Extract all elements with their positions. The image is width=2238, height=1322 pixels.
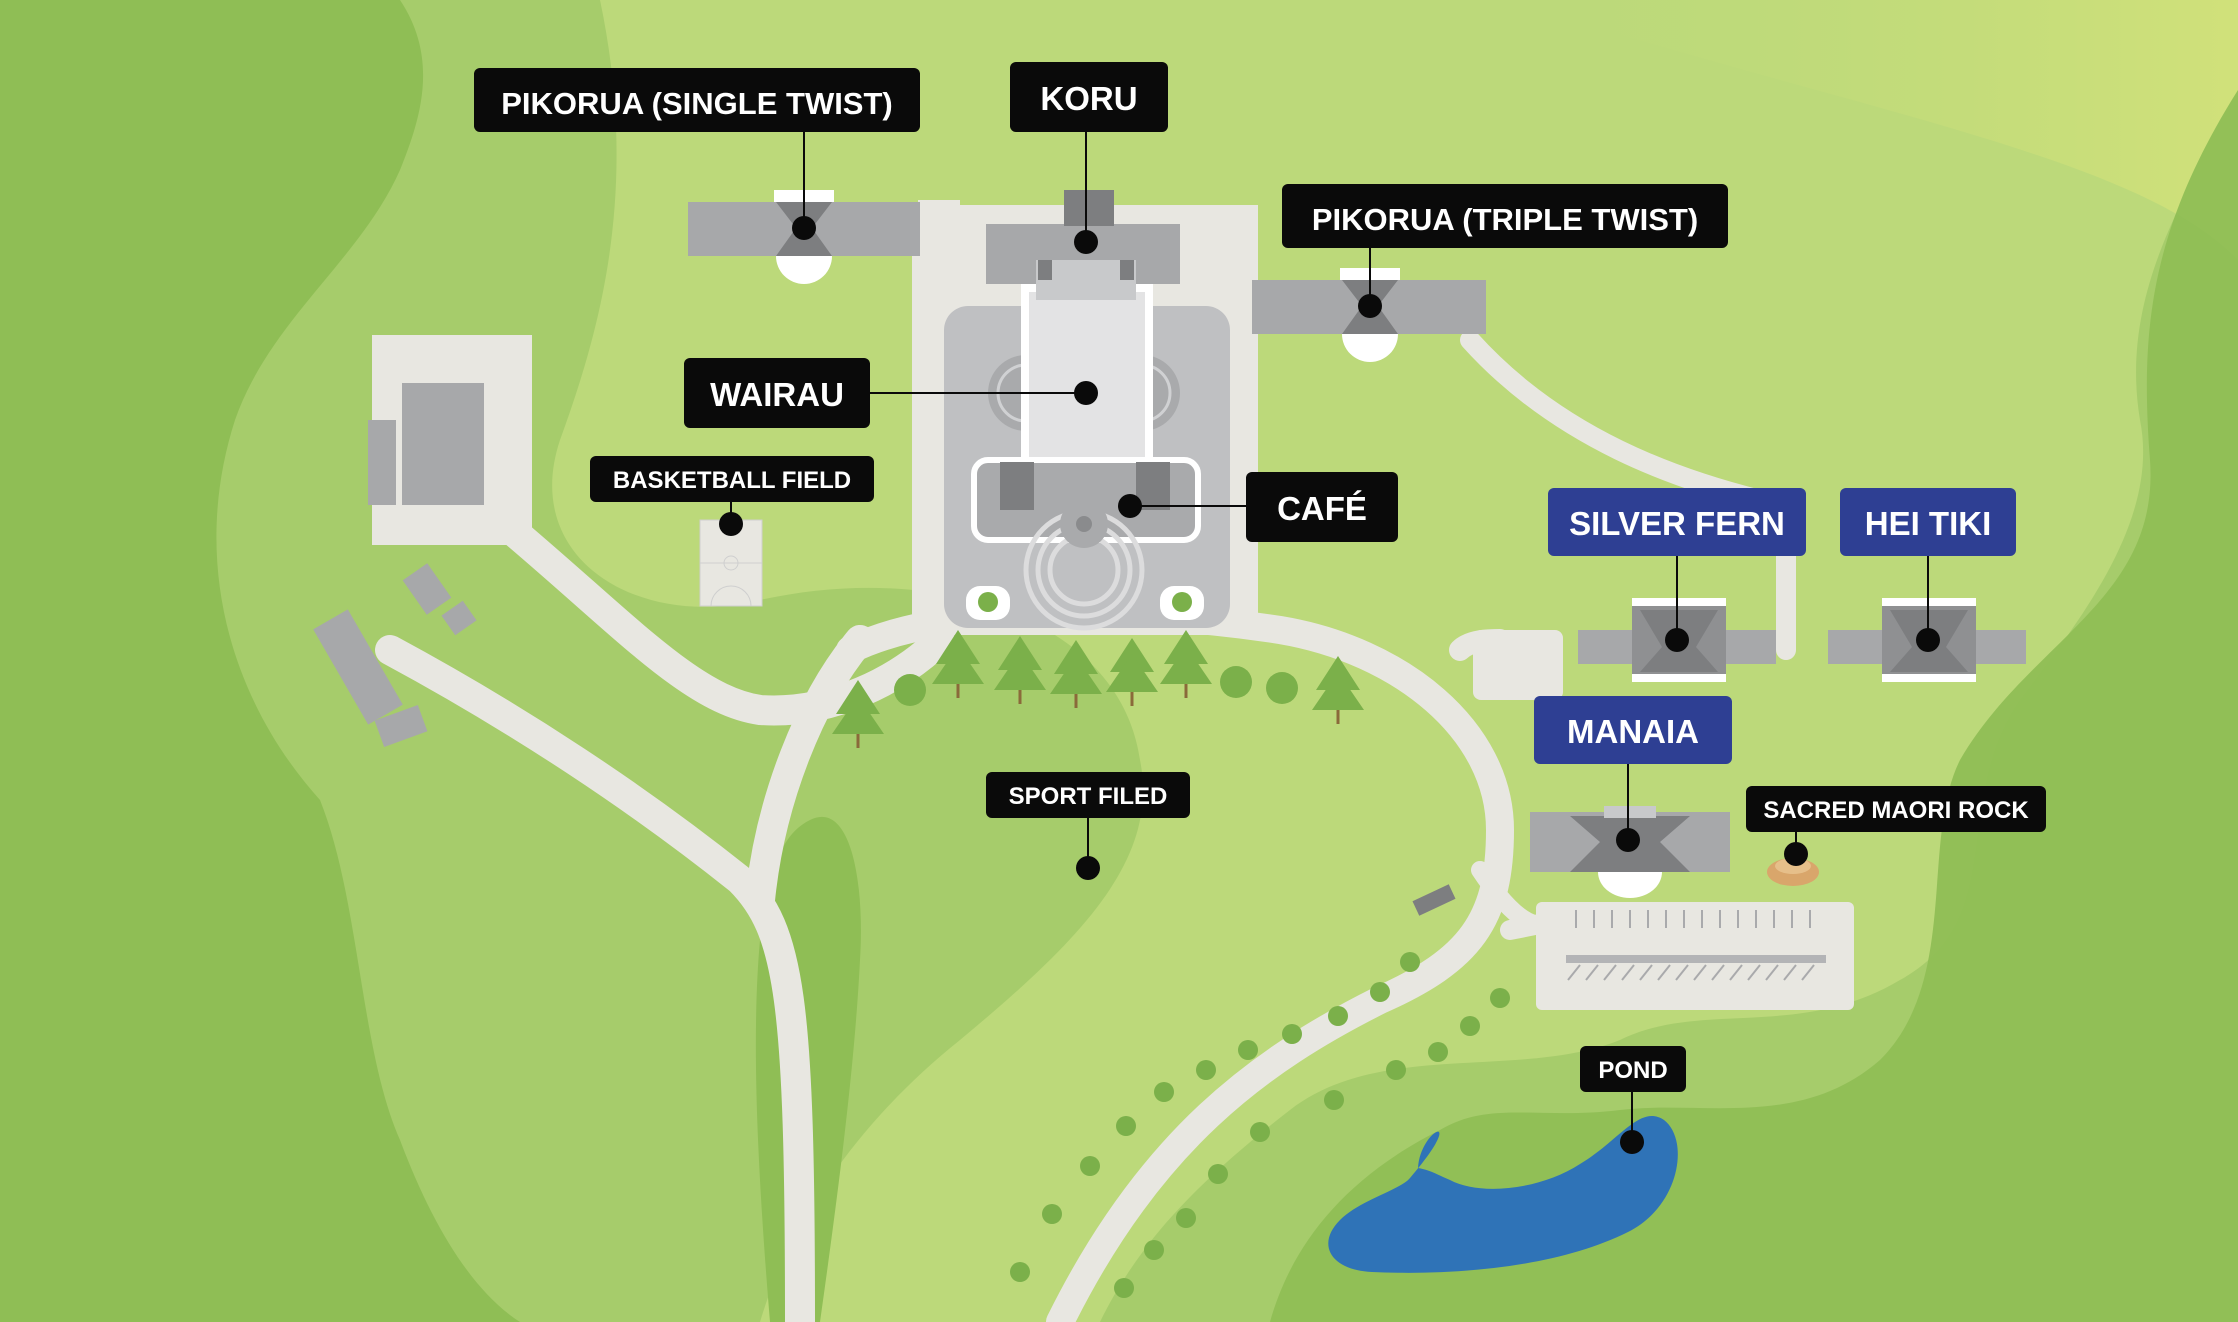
label-basketball-box bbox=[590, 456, 874, 502]
parking-lot bbox=[1536, 902, 1854, 1010]
terrain-glow bbox=[1500, 0, 2238, 260]
label-hei-tiki: HEI TIKI bbox=[1865, 505, 1992, 542]
marker-pond[interactable]: POND bbox=[1580, 1046, 1686, 1154]
marker-koru-dot bbox=[1074, 230, 1098, 254]
marker-hei-tiki-dot bbox=[1916, 628, 1940, 652]
label-sacred-rock-box bbox=[1746, 786, 2046, 832]
label-pikorua-single-box bbox=[474, 68, 920, 132]
marker-wairau-dot bbox=[1074, 381, 1098, 405]
marker-sport-field-dot bbox=[1076, 856, 1100, 880]
path-plaza-right bbox=[1473, 630, 1563, 700]
marker-basketball-dot bbox=[719, 512, 743, 536]
marker-cafe[interactable]: CAFÉ bbox=[1118, 472, 1398, 542]
marker-manaia-dot bbox=[1616, 828, 1640, 852]
marker-pikorua-single-dot bbox=[792, 216, 816, 240]
label-cafe-box bbox=[1246, 472, 1398, 542]
label-cafe: CAFÉ bbox=[1277, 490, 1367, 527]
marker-cafe-dot bbox=[1118, 494, 1142, 518]
label-koru-box bbox=[1010, 62, 1168, 132]
label-wairau: WAIRAU bbox=[710, 376, 844, 413]
label-wairau-box bbox=[684, 358, 870, 428]
bush-dots bbox=[1010, 952, 1510, 1298]
central-building bbox=[944, 284, 1230, 631]
label-pikorua-single: PIKORUA (SINGLE TWIST) bbox=[501, 86, 893, 121]
marker-manaia[interactable]: MANAIA bbox=[1534, 696, 1732, 852]
pond-shape bbox=[1328, 1116, 1678, 1273]
label-manaia: MANAIA bbox=[1567, 713, 1699, 750]
label-manaia-box bbox=[1534, 696, 1732, 764]
label-sport-field-box bbox=[986, 772, 1190, 818]
label-pond: POND bbox=[1598, 1057, 1667, 1084]
marker-pikorua-triple[interactable]: PIKORUA (TRIPLE TWIST) bbox=[1282, 184, 1728, 318]
label-pikorua-triple-box bbox=[1282, 184, 1728, 248]
tree-row bbox=[832, 630, 1364, 748]
marker-koru[interactable]: KORU bbox=[1010, 62, 1168, 254]
marker-silver-fern-dot bbox=[1665, 628, 1689, 652]
koru-building bbox=[986, 190, 1180, 300]
label-koru: KORU bbox=[1040, 80, 1137, 117]
marker-pikorua-single[interactable]: PIKORUA (SINGLE TWIST) bbox=[474, 68, 920, 240]
marker-basketball[interactable]: BASKETBALL FIELD bbox=[590, 456, 874, 536]
label-silver-fern-box bbox=[1548, 488, 1806, 556]
path-strip-top bbox=[918, 200, 960, 240]
label-hei-tiki-box bbox=[1840, 488, 2016, 556]
label-pikorua-triple: PIKORUA (TRIPLE TWIST) bbox=[1312, 202, 1698, 237]
marker-sacred-rock-dot bbox=[1784, 842, 1808, 866]
marker-pond-dot bbox=[1620, 1130, 1644, 1154]
shed bbox=[1412, 884, 1456, 916]
building-west-block bbox=[402, 383, 484, 505]
building-west-cluster bbox=[313, 563, 477, 748]
marker-sacred-rock[interactable]: SACRED MAORI ROCK bbox=[1746, 786, 2046, 866]
paths bbox=[375, 330, 1796, 1322]
marker-silver-fern[interactable]: SILVER FERN bbox=[1548, 488, 1806, 652]
label-silver-fern: SILVER FERN bbox=[1569, 505, 1785, 542]
label-pond-box bbox=[1580, 1046, 1686, 1092]
label-basketball: BASKETBALL FIELD bbox=[613, 467, 851, 494]
marker-hei-tiki[interactable]: HEI TIKI bbox=[1840, 488, 2016, 652]
building-west-annex bbox=[368, 420, 396, 505]
label-sacred-rock: SACRED MAORI ROCK bbox=[1763, 797, 2029, 824]
marker-sport-field[interactable]: SPORT FILED bbox=[986, 772, 1190, 880]
label-sport-field: SPORT FILED bbox=[1009, 783, 1168, 810]
terrain-dark-right bbox=[1270, 90, 2238, 1322]
marker-pikorua-triple-dot bbox=[1358, 294, 1382, 318]
marker-wairau[interactable]: WAIRAU bbox=[684, 358, 1098, 428]
